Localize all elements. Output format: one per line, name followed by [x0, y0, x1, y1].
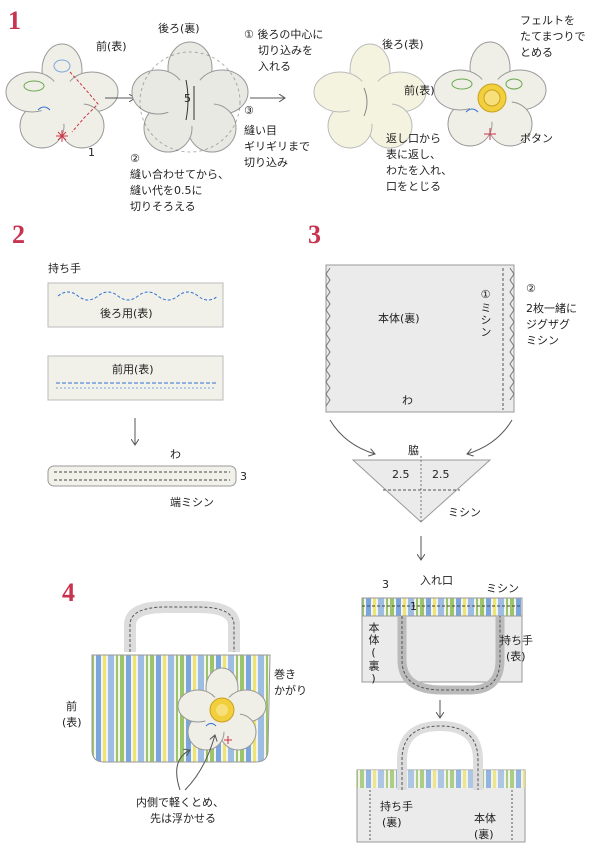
- gusset-corner: [351, 456, 492, 523]
- handle-wrong-1: 持ち手: [380, 800, 413, 813]
- step1-flower-front: [5, 43, 119, 149]
- num-3-label: 3: [240, 470, 247, 483]
- note-2-line1: ②: [130, 152, 140, 165]
- handle-folded: [47, 465, 237, 487]
- front-strip-label: 前用(表): [112, 363, 154, 376]
- step1-flower-turned: [313, 43, 427, 149]
- note-zigzag-4: ミシン: [526, 334, 559, 347]
- num-3-label-b: 3: [382, 578, 389, 591]
- tack-line2: 先は浮かせる: [150, 812, 216, 825]
- dim-5-label: 5: [184, 92, 191, 105]
- back-front-label: 後ろ(表): [382, 38, 424, 51]
- note-zigzag-1: ②: [526, 282, 536, 295]
- side-label: 脇: [408, 444, 419, 457]
- note-1-line3: 入れる: [258, 60, 291, 73]
- dim-left: 2.5: [392, 468, 410, 481]
- front-line2: (表): [62, 716, 82, 729]
- front-label-2: 前(表): [404, 84, 435, 97]
- whip-line1: 巻き: [274, 668, 296, 681]
- felt-line1: フェルトを: [520, 14, 575, 27]
- arrow: [467, 419, 513, 454]
- note-2-line2: 縫い合わせてから、: [130, 168, 229, 181]
- edge-stitch-label: 端ミシン: [170, 496, 214, 509]
- step-number-2: 2: [12, 220, 25, 249]
- bag-opening-assembly: [361, 597, 523, 695]
- back-strip-label: 後ろ用(表): [100, 307, 153, 320]
- note-1-line2: 切り込みを: [258, 44, 313, 57]
- front-label: 前(表): [96, 40, 127, 53]
- handle-strip-back: [47, 282, 224, 328]
- note-3-line4: 切り込み: [244, 156, 288, 169]
- opening-label: 入れ口: [420, 574, 453, 587]
- step-number-3: 3: [308, 220, 321, 249]
- note-zigzag-2: 2枚一緒に: [526, 302, 577, 315]
- step-number-1: 1: [8, 6, 21, 35]
- button-label: ボタン: [520, 132, 553, 145]
- stitch-label: ミシン: [486, 582, 519, 595]
- note-3-line2: 縫い目: [244, 124, 277, 137]
- whip-line2: かがり: [274, 684, 307, 697]
- note-2-line4: 切りそろえる: [130, 200, 196, 213]
- bag-body-flat: [325, 264, 515, 413]
- turn-line2: 表に返し、: [386, 148, 441, 161]
- step-number-4: 4: [62, 578, 75, 607]
- front-line1: 前: [66, 700, 77, 713]
- dim-right: 2.5: [432, 468, 450, 481]
- seam-1-label: ①ミシン: [479, 288, 492, 338]
- note-1-line1: ① 後ろの中心に: [244, 28, 324, 41]
- body-wrong2-1: 本体: [474, 812, 496, 825]
- fold-label-3: わ: [402, 394, 413, 407]
- note-3-line3: ギリギリまで: [244, 140, 310, 153]
- handle-strip-front: [47, 355, 224, 401]
- felt-line2: たてまつりで: [520, 30, 586, 43]
- note-3-line1: ③: [244, 104, 254, 117]
- step1-flower-finished: [433, 41, 547, 147]
- num-1-label: 1: [88, 146, 95, 159]
- turn-line1: 返し口から: [386, 132, 441, 145]
- note-2-line3: 縫い代を0.5に: [130, 184, 203, 197]
- turn-line3: わたを入れ、: [386, 164, 453, 177]
- finished-bag: [91, 601, 271, 791]
- arrow: [329, 419, 375, 454]
- body-wrong2-2: (裏): [474, 828, 494, 841]
- body-wrong-vertical: 本体(裏): [367, 622, 380, 686]
- body-wrong-label: 本体(裏): [378, 312, 420, 325]
- felt-line3: とめる: [520, 46, 553, 59]
- back-wrong-label: 後ろ(裏): [158, 22, 200, 35]
- num-1-label-b: 1: [410, 600, 417, 613]
- handle-label: 持ち手: [48, 262, 81, 275]
- note-zigzag-3: ジグザグ: [526, 318, 570, 331]
- handle-right-2: (表): [506, 650, 526, 663]
- tack-line1: 内側で軽くとめ、: [136, 796, 224, 809]
- step1-flower-back: [131, 41, 249, 153]
- gusset-stitch-label: ミシン: [448, 506, 481, 519]
- handle-right-1: 持ち手: [500, 634, 533, 647]
- turn-line4: 口をとじる: [386, 180, 441, 193]
- handle-wrong-2: (裏): [382, 816, 402, 829]
- bag-finished-inside: [356, 720, 526, 843]
- fold-label: わ: [170, 448, 181, 461]
